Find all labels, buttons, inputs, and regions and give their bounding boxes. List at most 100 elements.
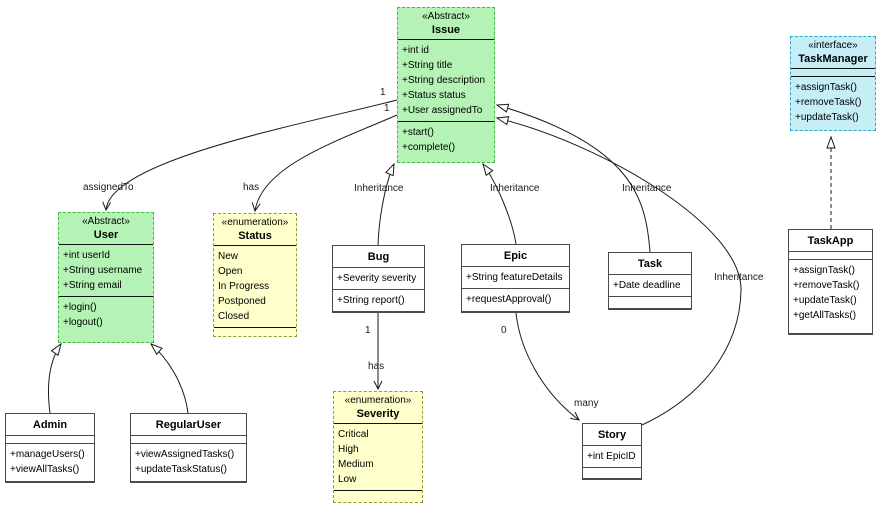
method: +removeTask(): [793, 280, 860, 291]
class-regularuser-attributes: [131, 436, 246, 444]
attribute: +String featureDetails: [466, 272, 563, 283]
enum-value: Medium: [338, 459, 374, 470]
method: +String report(): [337, 295, 405, 306]
attribute: +String username: [63, 265, 143, 276]
class-task-attributes: +Date deadline: [609, 275, 691, 297]
class-name: Story: [597, 429, 627, 441]
edge-label-mult-0-epic: 0: [501, 325, 507, 336]
edge-issue-user-assignedto: [102, 99, 398, 212]
class-epic-methods: +requestApproval(): [462, 289, 569, 312]
class-story-methods: [583, 468, 641, 479]
edge-label-inheritance-task: Inheritance: [622, 183, 672, 194]
class-epic-attributes: +String featureDetails: [462, 267, 569, 289]
class-story-attributes: +int EpicID: [583, 446, 641, 468]
class-epic-header: Epic: [462, 245, 569, 267]
class-user-methods: +login() +logout(): [59, 297, 153, 342]
enum-status-header: «enumeration» Status: [214, 214, 296, 246]
stereotype-label: «Abstract»: [422, 11, 470, 22]
attribute: +int userId: [63, 250, 110, 261]
attribute: +Date deadline: [613, 280, 681, 291]
method: +viewAllTasks(): [10, 464, 80, 475]
class-issue[interactable]: «Abstract» Issue +int id +String title +…: [397, 7, 495, 163]
class-user-header: «Abstract» User: [59, 213, 153, 245]
attribute: +Severity severity: [337, 273, 417, 284]
class-admin[interactable]: Admin +manageUsers() +viewAllTasks(): [5, 413, 95, 483]
class-task-methods: [609, 297, 691, 309]
enum-value: Open: [218, 266, 243, 277]
class-name: Task: [637, 258, 663, 270]
class-admin-attributes: [6, 436, 94, 444]
method: +updateTaskStatus(): [135, 464, 227, 475]
interface-taskmanager[interactable]: «interface» TaskManager +assignTask() +r…: [790, 36, 876, 131]
class-bug-methods: +String report(): [333, 290, 424, 312]
edge-admin-user-inheritance: [48, 342, 62, 414]
edge-label-inheritance-bug: Inheritance: [354, 183, 404, 194]
class-taskapp-attributes: [789, 252, 872, 260]
class-user[interactable]: «Abstract» User +int userId +String user…: [58, 212, 154, 343]
method: +updateTask(): [795, 112, 859, 123]
edge-label-mult-1-bug: 1: [365, 325, 371, 336]
enum-severity[interactable]: «enumeration» Severity Critical High Med…: [333, 391, 423, 503]
class-name: Status: [238, 230, 272, 242]
enum-value: New: [218, 251, 239, 262]
attribute: +String email: [63, 280, 122, 291]
stereotype-label: «Abstract»: [82, 216, 130, 227]
edge-label-mult-many-story: many: [574, 398, 599, 409]
enum-value: High: [338, 444, 359, 455]
method: +assignTask(): [793, 265, 855, 276]
method: +getAllTasks(): [793, 310, 857, 321]
class-admin-header: Admin: [6, 414, 94, 436]
edge-label-mult-1-assigned: 1: [380, 87, 386, 98]
method: +removeTask(): [795, 97, 862, 108]
class-taskapp-header: TaskApp: [789, 230, 872, 252]
attribute: +String title: [402, 60, 453, 71]
stereotype-label: «enumeration»: [221, 217, 289, 228]
class-name: User: [93, 229, 119, 241]
edge-label-inheritance-story: Inheritance: [714, 272, 764, 283]
class-admin-methods: +manageUsers() +viewAllTasks(): [6, 444, 94, 482]
interface-taskmanager-header: «interface» TaskManager: [791, 37, 875, 69]
edge-label-has-severity: has: [368, 361, 385, 372]
method: +viewAssignedTasks(): [135, 449, 235, 460]
interface-taskmanager-methods: +assignTask() +removeTask() +updateTask(…: [791, 77, 875, 130]
class-bug[interactable]: Bug +Severity severity +String report(): [332, 245, 425, 313]
class-regularuser[interactable]: RegularUser +viewAssignedTasks() +update…: [130, 413, 247, 483]
method: +logout(): [63, 317, 103, 328]
edge-epic-issue-inheritance: [482, 162, 517, 245]
edge-regularuser-user-inheritance: [149, 343, 189, 414]
class-epic[interactable]: Epic +String featureDetails +requestAppr…: [461, 244, 570, 313]
class-regularuser-header: RegularUser: [131, 414, 246, 436]
edge-issue-status-has: [251, 114, 398, 213]
interface-taskmanager-attributes: [791, 69, 875, 77]
class-name: RegularUser: [155, 419, 222, 431]
enum-status-values: New Open In Progress Postponed Closed: [214, 246, 296, 328]
method: +complete(): [402, 142, 456, 153]
class-story[interactable]: Story +int EpicID: [582, 423, 642, 480]
method: +assignTask(): [795, 82, 857, 93]
class-issue-header: «Abstract» Issue: [398, 8, 494, 40]
edge-label-mult-1-has: 1: [384, 103, 390, 114]
enum-value: Low: [338, 474, 357, 485]
class-taskapp[interactable]: TaskApp +assignTask() +removeTask() +upd…: [788, 229, 873, 335]
method: +login(): [63, 302, 97, 313]
class-regularuser-methods: +viewAssignedTasks() +updateTaskStatus(): [131, 444, 246, 482]
class-name: Severity: [356, 408, 400, 420]
attribute: +User assignedTo: [402, 105, 483, 116]
edge-label-assignedto: assignedTo: [83, 182, 134, 193]
enum-severity-header: «enumeration» Severity: [334, 392, 422, 424]
class-bug-header: Bug: [333, 246, 424, 268]
class-name: Epic: [503, 250, 528, 262]
class-issue-attributes: +int id +String title +String descriptio…: [398, 40, 494, 122]
class-task-header: Task: [609, 253, 691, 275]
enum-status[interactable]: «enumeration» Status New Open In Progres…: [213, 213, 297, 337]
stereotype-label: «enumeration»: [344, 395, 412, 406]
class-story-header: Story: [583, 424, 641, 446]
class-name: TaskManager: [798, 53, 868, 65]
attribute: +Status status: [402, 90, 466, 101]
enum-value: Closed: [218, 311, 250, 322]
edge-label-has-status: has: [243, 182, 260, 193]
method: +requestApproval(): [466, 294, 552, 305]
class-task[interactable]: Task +Date deadline: [608, 252, 692, 310]
